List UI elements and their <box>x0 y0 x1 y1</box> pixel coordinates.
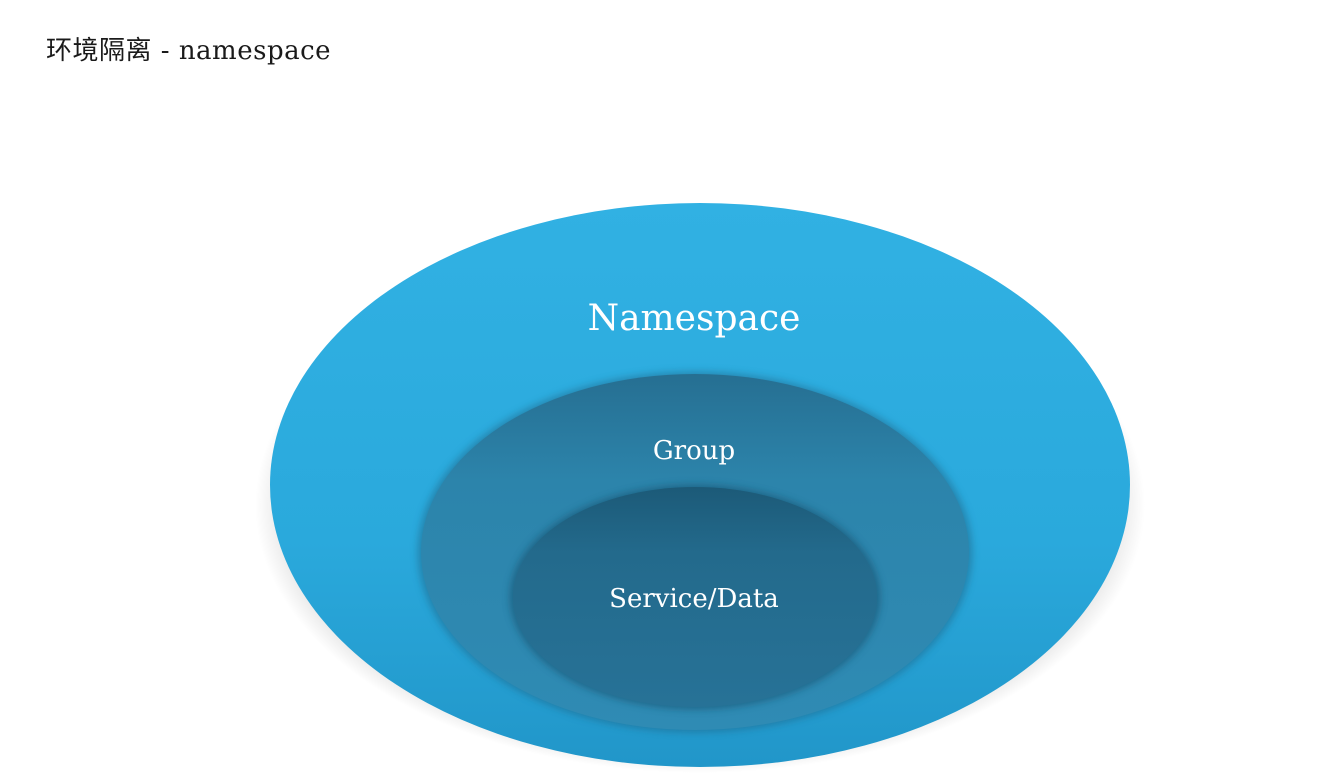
group-label: Group <box>653 436 735 466</box>
namespace-label: Namespace <box>588 298 801 339</box>
page-title: 环境隔离 - namespace <box>46 36 332 66</box>
service-data-disk <box>513 487 877 707</box>
service-data-label: Service/Data <box>609 584 779 614</box>
